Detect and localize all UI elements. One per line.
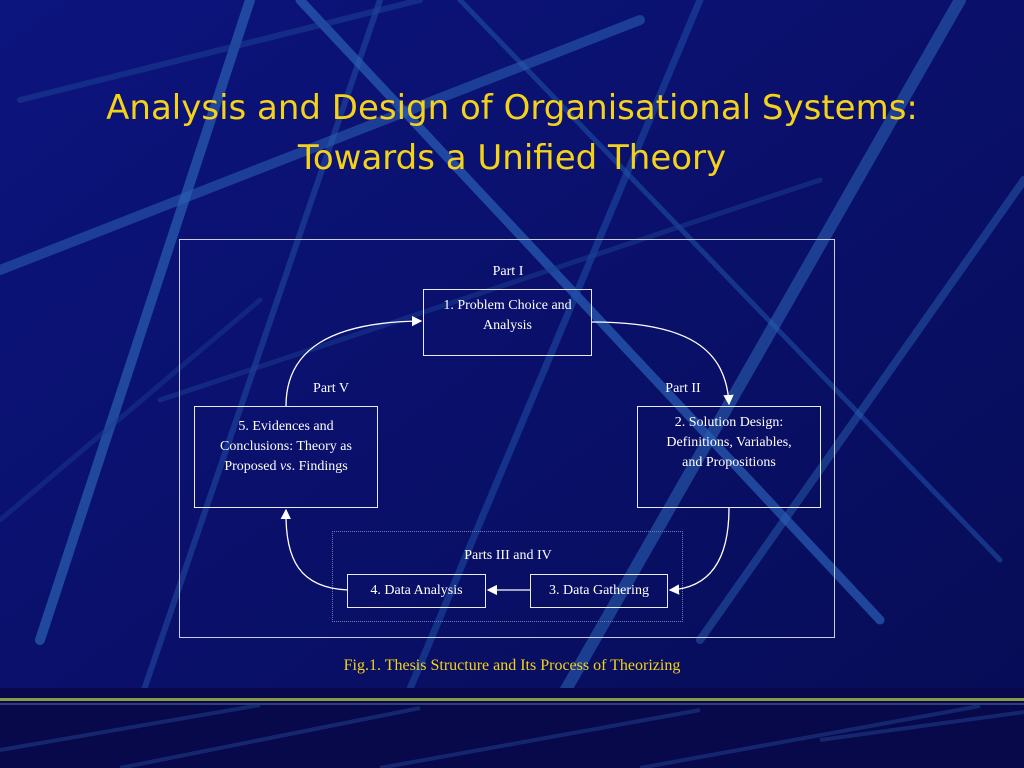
label-part-ii: Part II [665,381,701,396]
box-problem-choice-line-2: Analysis [483,318,532,333]
box-evidences-conclusions: 5. Evidences and Conclusions: Theory as … [194,406,378,508]
box-evidences-line-1: 5. Evidences and [238,419,334,434]
box-solution-design-line-2: Definitions, Variables, [666,435,792,450]
box-problem-choice-line-1: 1. Problem Choice and [443,298,572,313]
box-evidences-line-3: Proposed vs. Findings [195,457,377,477]
box-evidences-line-3-b: . Findings [291,459,348,474]
box-problem-choice: 1. Problem Choice and Analysis [423,289,592,356]
parts-iii-iv-group [332,531,683,622]
label-part-i: Part I [492,264,524,279]
arrow-5-to-1 [285,315,423,407]
diagram-frame [179,239,835,638]
box-data-gathering: 3. Data Gathering [530,574,668,608]
figure-caption: Fig.1. Thesis Structure and Its Process … [343,657,681,674]
slide-title-line-1: Analysis and Design of Organisational Sy… [106,88,918,128]
box-evidences-line-3-em: vs [279,459,292,474]
box-solution-design-line-3: and Propositions [682,455,776,470]
arrow-2-to-3 [668,507,730,595]
box-evidences-line-2: Conclusions: Theory as [220,439,352,454]
box-solution-design: 2. Solution Design: Definitions, Variabl… [637,406,821,508]
slide-title-line-2: Towards a Unified Theory [297,138,727,178]
arrow-4-to-5 [280,508,349,591]
label-parts-iii-iv: Parts III and IV [464,548,552,563]
arrow-1-to-2 [591,321,734,406]
box-solution-design-line-1: 2. Solution Design: [674,415,784,430]
box-evidences-line-3-a: Proposed [224,459,280,474]
label-part-v: Part V [313,381,349,396]
box-data-analysis: 4. Data Analysis [347,574,486,608]
